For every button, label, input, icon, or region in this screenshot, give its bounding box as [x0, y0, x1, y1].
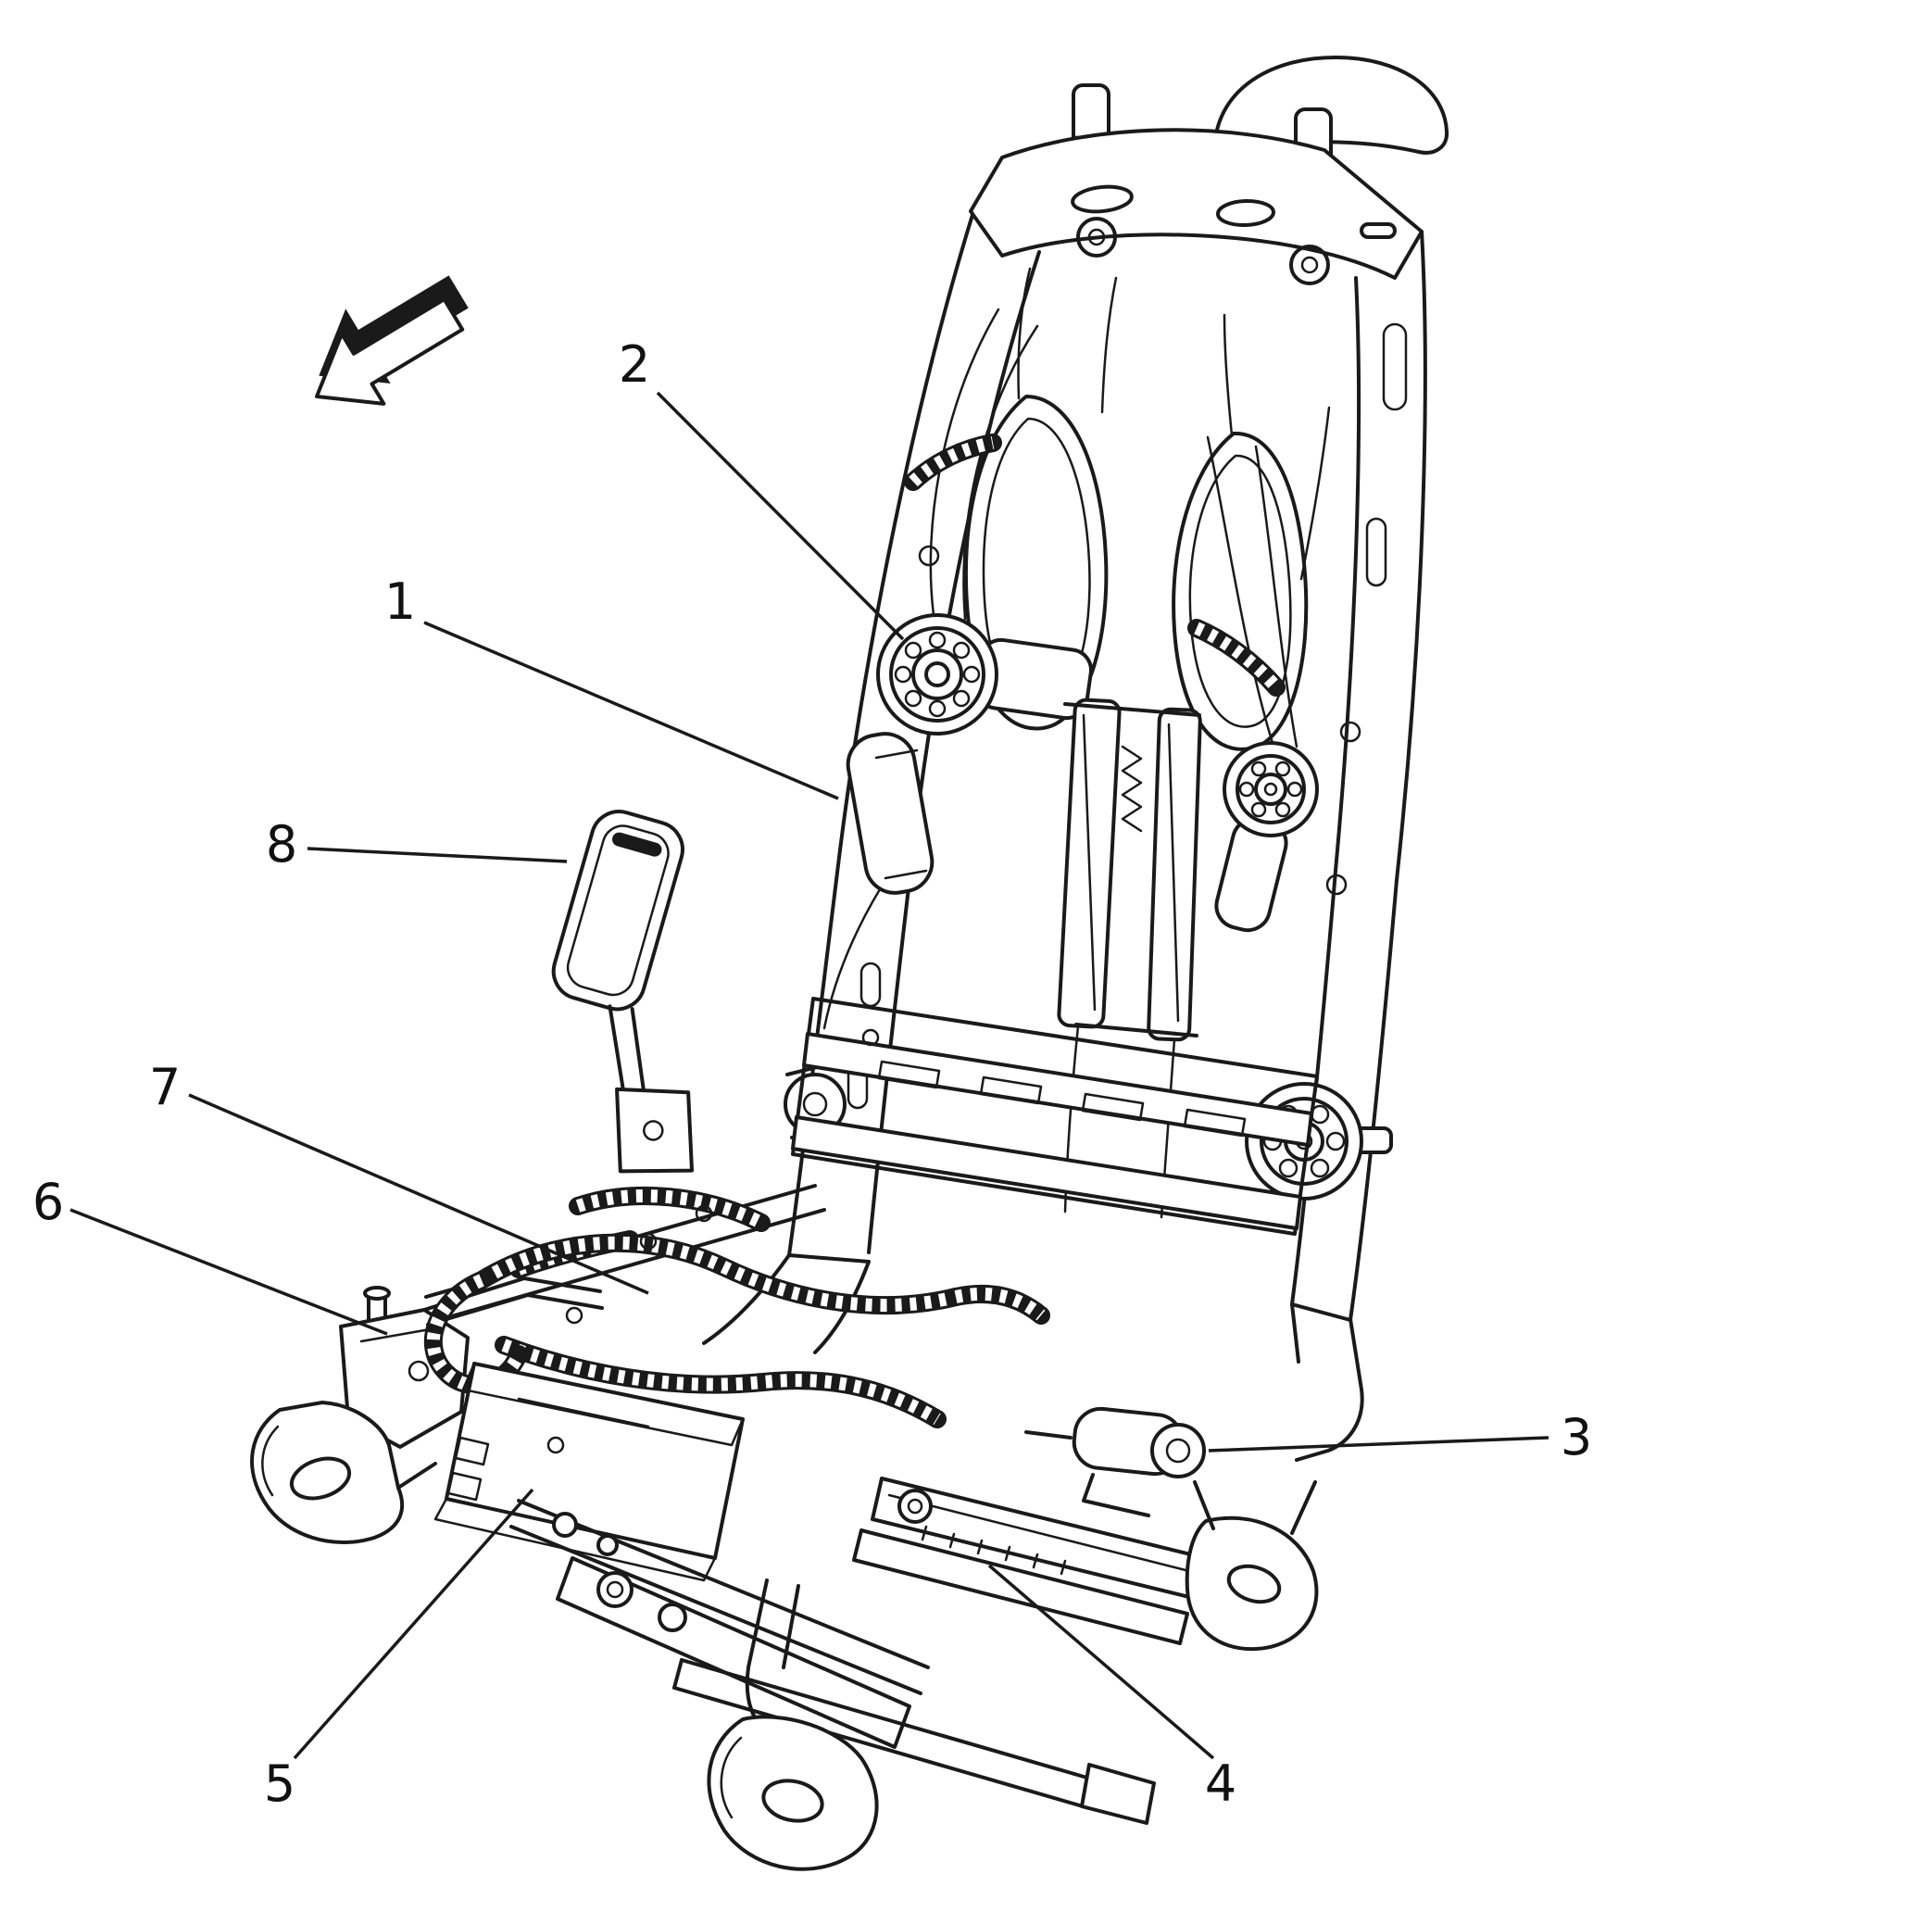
- callout-3-label: 3: [1561, 1408, 1592, 1466]
- bottom-rail: [672, 1658, 1156, 1825]
- front-center-anchor-foot: [707, 1578, 879, 1871]
- seatback-round-motor: [876, 613, 1093, 736]
- callout-4-leader: [987, 1564, 1215, 1760]
- recliner-gear-disc: [1245, 1082, 1393, 1201]
- callout-3-leader: [1208, 1436, 1549, 1452]
- callout-5-label: 5: [264, 1754, 295, 1813]
- callout-leaders: [69, 391, 1549, 1760]
- callout-6-leader: [69, 1208, 388, 1336]
- seatback-motor-body: [846, 732, 935, 895]
- seatback-corrugated-sleeves: [904, 434, 1286, 697]
- front-direction-arrow-icon: [315, 275, 469, 406]
- right-rear-anchor-foot: [1185, 1480, 1319, 1652]
- base-diagonal-tube: [424, 1184, 826, 1323]
- right-side-support: [1290, 1302, 1364, 1462]
- seatback-second-motor: [1214, 741, 1319, 933]
- callout-7-leader: [188, 1093, 649, 1295]
- callout-8-leader: [307, 847, 568, 863]
- seat-adjuster-track: [852, 1477, 1208, 1645]
- callout-6-label: 6: [32, 1173, 64, 1231]
- callout-2-label: 2: [619, 335, 650, 394]
- callout-labels: 1 2 3 4 5 6 7 8: [32, 335, 1592, 1813]
- callout-7-label: 7: [149, 1058, 181, 1116]
- callout-2-leader: [656, 391, 905, 641]
- track-adjuster-motor: [1024, 1406, 1206, 1517]
- callout-1-leader: [423, 621, 839, 800]
- callout-4-label: 4: [1205, 1754, 1236, 1813]
- callout-1-label: 1: [384, 572, 416, 631]
- seat-belt-buckle: [551, 810, 695, 1174]
- seat-control-module: [433, 1362, 745, 1582]
- callout-8-label: 8: [266, 815, 297, 874]
- lumbar-actuator-rails: [1057, 698, 1202, 1042]
- misc-fasteners: [565, 1028, 880, 1325]
- callout-5-leader: [293, 1488, 534, 1760]
- seatback-top-crossmember: [969, 128, 1424, 285]
- seat-pan-frame: [702, 997, 1319, 1354]
- front-left-anchor-foot: [250, 1401, 437, 1545]
